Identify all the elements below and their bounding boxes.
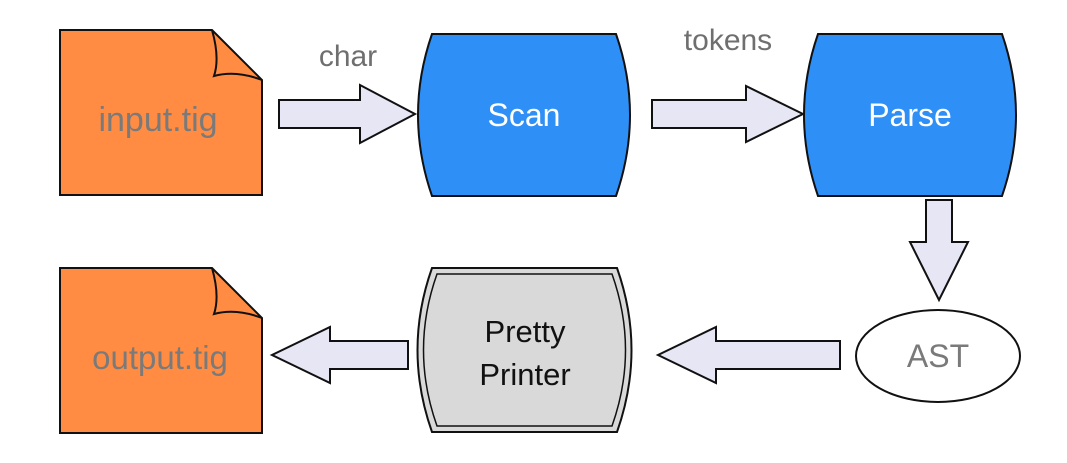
input-file-fold [211, 29, 263, 81]
output-file-label: output.tig [92, 339, 228, 376]
arrow-parse-to-ast [908, 199, 970, 303]
arrow-input-to-scan [278, 83, 418, 145]
ast-node: AST [855, 309, 1021, 403]
arrow-ast-to-printer [655, 325, 841, 385]
scan-stage-shape [417, 33, 631, 197]
pretty-printer-node: Pretty Printer [416, 267, 633, 433]
pretty-printer-label-line2: Printer [479, 357, 570, 392]
input-file-shape [59, 29, 263, 196]
scan-stage-node: Scan [417, 33, 631, 197]
arrow-scan-to-parse [651, 84, 806, 144]
edge-label-char: char [319, 40, 377, 73]
pretty-printer-label-line1: Pretty [485, 314, 566, 349]
scan-stage-label: Scan [488, 97, 561, 133]
output-file-shape [59, 267, 263, 434]
output-file-fold [211, 267, 263, 319]
input-file-label: input.tig [98, 101, 217, 139]
edge-label-tokens: tokens [684, 24, 772, 57]
parse-stage-label: Parse [868, 97, 952, 133]
ast-label: AST [907, 338, 969, 374]
ast-shape [855, 309, 1021, 403]
parse-stage-node: Parse [803, 33, 1017, 197]
parse-stage-shape [803, 33, 1017, 197]
output-file-node: output.tig [59, 267, 263, 434]
pretty-printer-inner [422, 273, 627, 427]
arrow-printer-to-output [269, 325, 409, 385]
input-file-node: input.tig [59, 29, 263, 196]
